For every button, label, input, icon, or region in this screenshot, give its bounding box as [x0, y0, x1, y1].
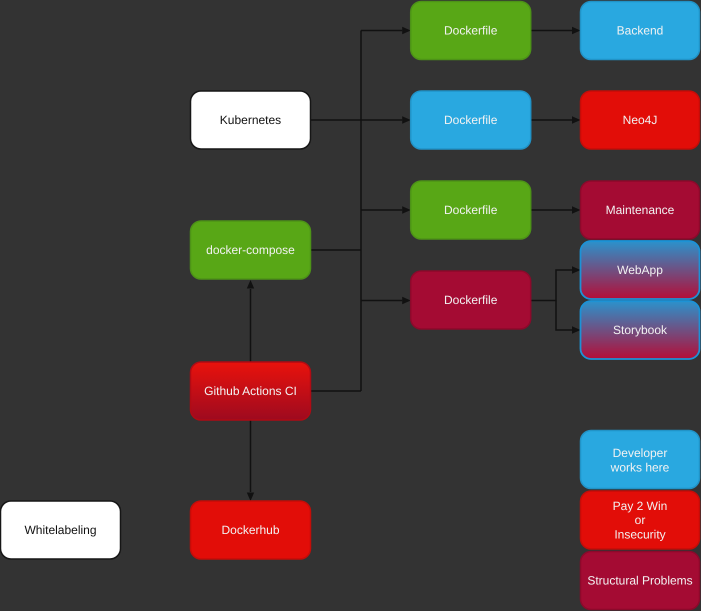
svg-text:Developer: Developer	[613, 446, 668, 460]
svg-text:Maintenance: Maintenance	[606, 203, 675, 217]
svg-text:Dockerfile: Dockerfile	[444, 24, 498, 38]
svg-text:Dockerhub: Dockerhub	[221, 523, 279, 537]
svg-text:Kubernetes: Kubernetes	[220, 113, 281, 127]
svg-text:Neo4J: Neo4J	[623, 113, 658, 127]
svg-text:Dockerfile: Dockerfile	[444, 113, 498, 127]
svg-text:WebApp: WebApp	[617, 263, 663, 277]
svg-text:Dockerfile: Dockerfile	[444, 203, 498, 217]
svg-text:or: or	[635, 513, 646, 527]
svg-text:Whitelabeling: Whitelabeling	[24, 523, 96, 537]
svg-text:Pay 2 Win: Pay 2 Win	[613, 499, 668, 513]
svg-text:Storybook: Storybook	[613, 323, 668, 337]
svg-text:Structural Problems: Structural Problems	[587, 574, 692, 588]
svg-text:Dockerfile: Dockerfile	[444, 293, 498, 307]
svg-text:Github Actions CI: Github Actions CI	[204, 384, 297, 398]
svg-text:Insecurity: Insecurity	[614, 527, 665, 541]
svg-text:Backend: Backend	[617, 24, 664, 38]
svg-text:docker-compose: docker-compose	[206, 243, 295, 257]
svg-text:works here: works here	[610, 460, 670, 474]
